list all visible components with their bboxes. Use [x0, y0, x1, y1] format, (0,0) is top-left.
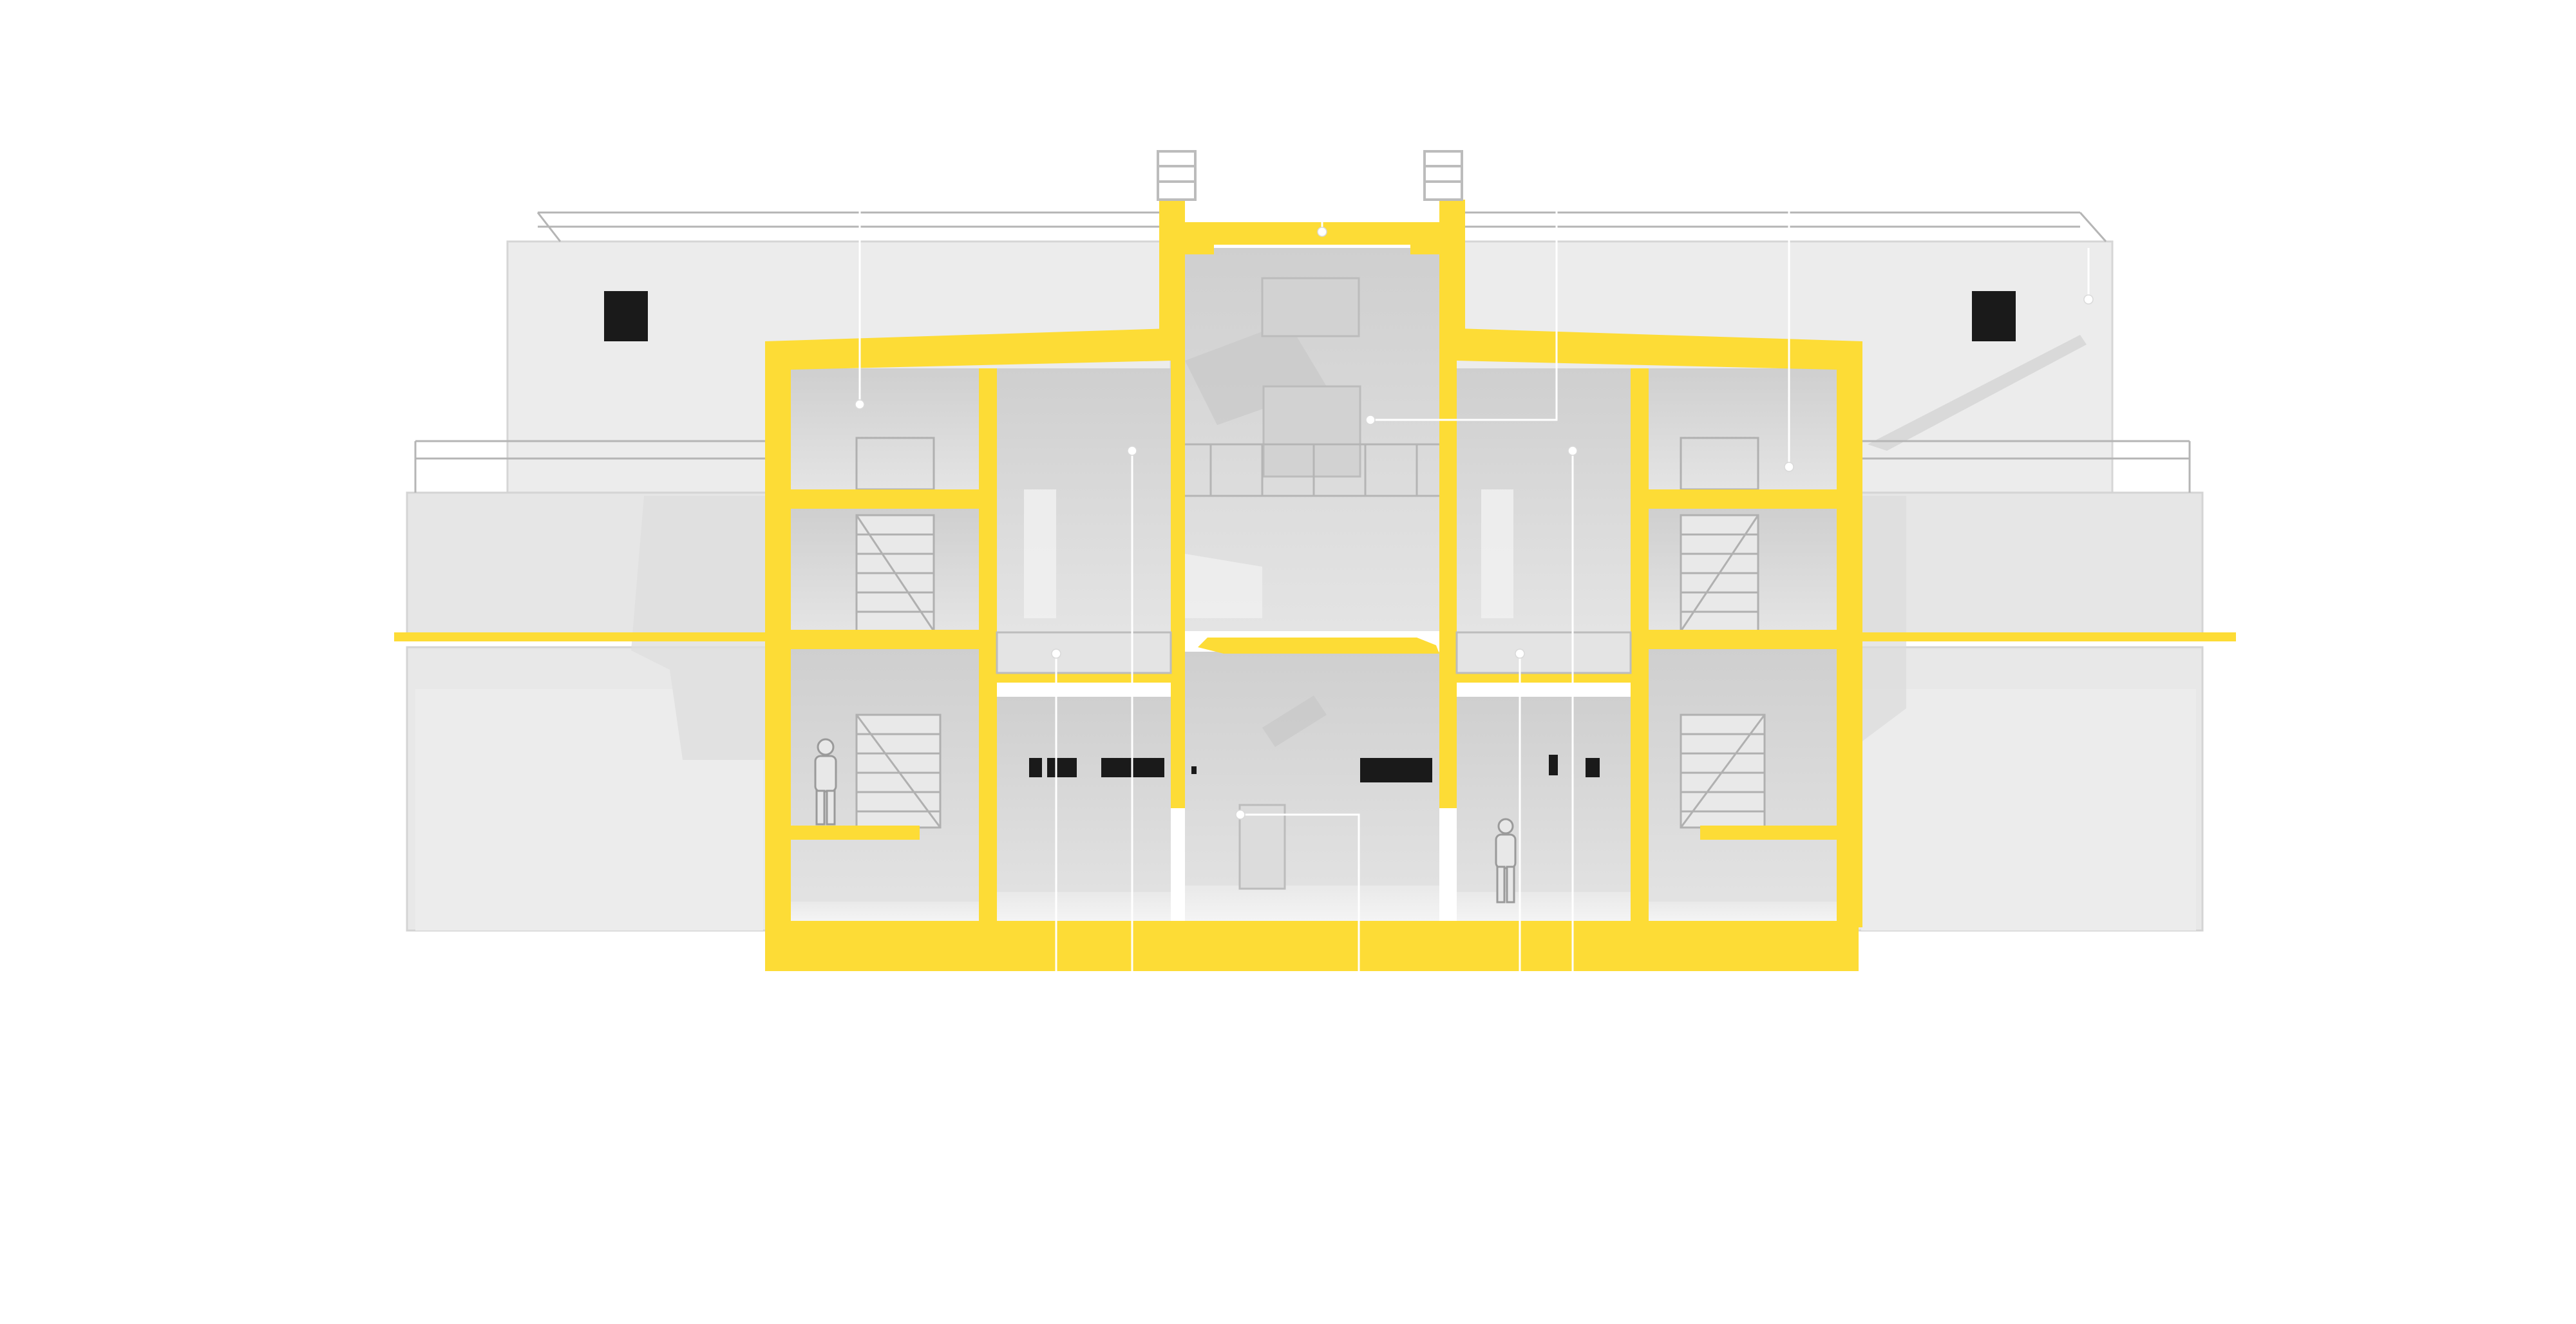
partition-right [1631, 368, 1649, 922]
mid-slab-right [1457, 673, 1631, 683]
right-wing-shadow [1855, 496, 1906, 747]
right-staircase [1680, 437, 1766, 829]
tower-roof [1185, 222, 1439, 254]
left-slab-cut [394, 632, 768, 641]
foundation-slab [765, 921, 1859, 971]
tower-wall-right [1439, 200, 1465, 808]
roof-right [1457, 328, 1862, 370]
room-left-stair-top [791, 368, 979, 489]
left-wing-shadow [631, 496, 766, 760]
leader-5 [1370, 206, 1558, 421]
mid-floor-plates [996, 631, 1632, 674]
right-wing-upper [1853, 491, 2204, 639]
shadow-accents [1024, 322, 1513, 747]
partition-left [979, 368, 997, 922]
lower-windows [1029, 755, 1600, 782]
cut-poche [765, 200, 1862, 971]
landing-left-low [791, 826, 920, 840]
upper-right-shadow [1868, 335, 2087, 451]
upper-right-window [1972, 291, 2016, 341]
terrace-railing [414, 440, 2191, 493]
room-left-tall [997, 368, 1171, 632]
tower-wall-left [1159, 200, 1185, 808]
floor-planes [791, 885, 1837, 921]
room-right-stair-top [1649, 368, 1837, 489]
upper-left-window [604, 291, 648, 341]
outer-wall-right [1837, 348, 1862, 927]
room-left-lower [997, 697, 1171, 921]
roof-left [765, 328, 1171, 370]
human-figure-left [814, 738, 837, 826]
room-central-lower [1185, 652, 1439, 921]
landing-right-mid [1649, 630, 1837, 649]
cut-section [765, 150, 1862, 971]
central-openings [1238, 277, 1361, 890]
leader-dots [855, 227, 2094, 820]
landing-left-upper [791, 489, 979, 509]
upper-roof-railing [536, 211, 2107, 242]
human-figure-right [1495, 818, 1517, 903]
mid-slab-left [997, 673, 1171, 683]
landing-left-mid [791, 630, 979, 649]
landing-right-upper [1649, 489, 1837, 509]
right-wing-base [1861, 689, 2196, 931]
mid-slab-central [1198, 638, 1439, 654]
left-staircase [855, 437, 942, 829]
roof-ladders [1157, 150, 1463, 201]
leader-10 [1240, 813, 1360, 971]
leader-lines [858, 206, 2090, 971]
right-slab-cut [1855, 632, 2236, 641]
room-right-lower [1457, 697, 1631, 921]
landing-right-low [1700, 826, 1837, 840]
central-mezzanine [1185, 443, 1439, 497]
outer-wall-left [765, 348, 791, 927]
